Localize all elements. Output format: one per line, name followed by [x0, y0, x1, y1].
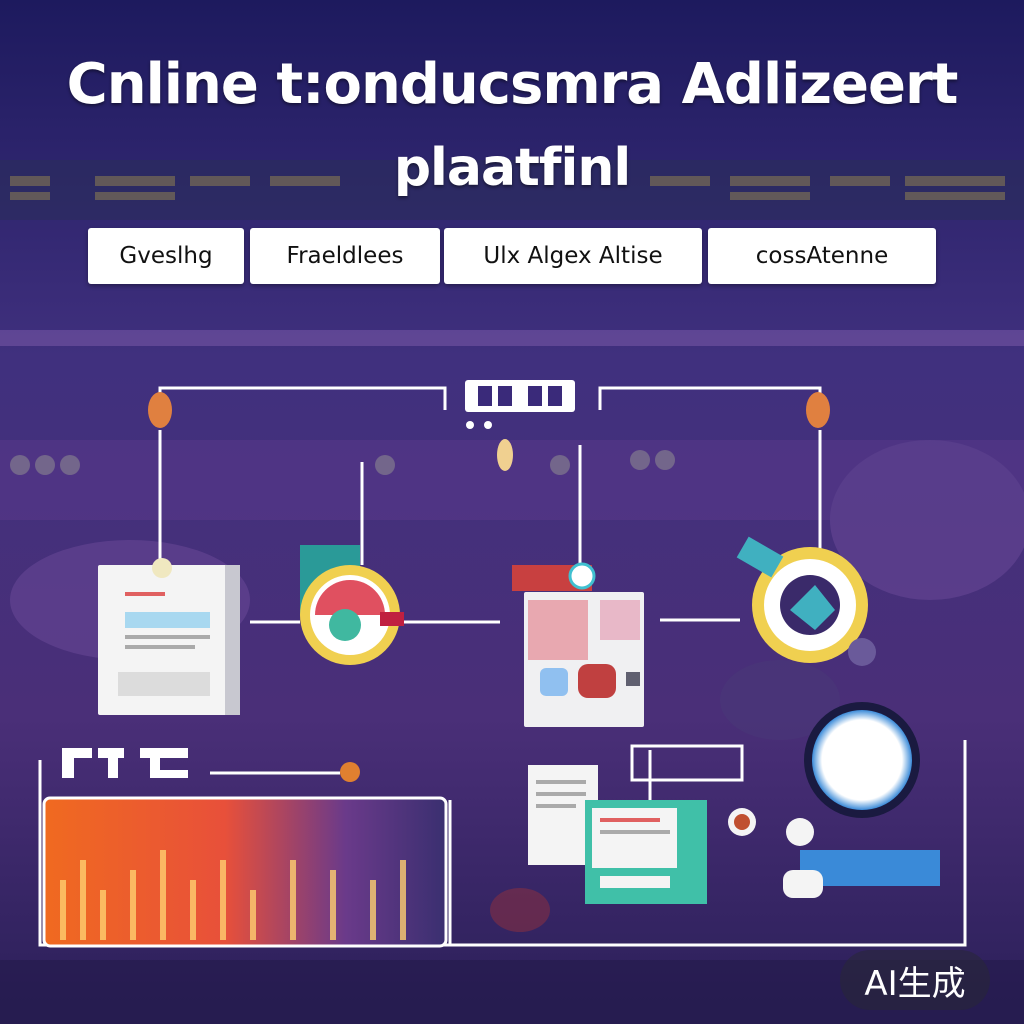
- dashboard-panel-icon: [512, 562, 644, 727]
- file-stack-icon: [528, 744, 940, 904]
- tab-2[interactable]: Fraeldlees: [250, 228, 440, 284]
- analytics-window-icon: [42, 748, 448, 948]
- gauge-icon: [300, 545, 404, 665]
- bulb-left-icon: [148, 392, 172, 428]
- page-subtitle: plaatfinl: [393, 138, 631, 198]
- ai-generated-badge: AI生成: [840, 950, 990, 1010]
- document-panel-icon: [98, 558, 240, 715]
- server-rack-icon: [465, 380, 575, 471]
- tab-3[interactable]: Ulx Algex Altise: [444, 228, 702, 284]
- page-title: Cnline t:onducsmra Adlizeert: [66, 52, 959, 117]
- tab-4[interactable]: cossAtenne: [708, 228, 936, 284]
- wheel-badge-icon: [736, 536, 876, 666]
- circle-screen-icon: [804, 702, 920, 818]
- tab-1[interactable]: Gveslhg: [88, 228, 244, 284]
- bulb-right-icon: [806, 392, 830, 428]
